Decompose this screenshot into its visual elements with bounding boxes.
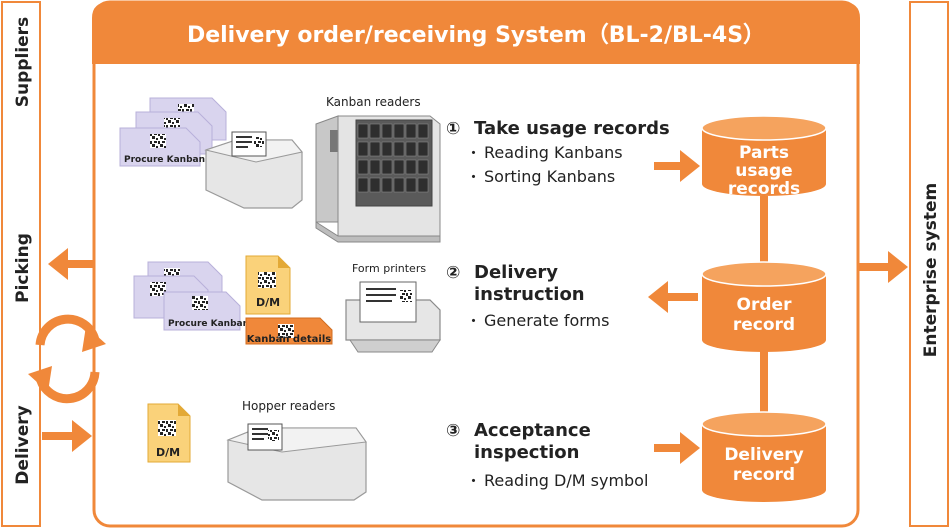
step-2-bullet-mark-1: ・ [466, 312, 481, 330]
step-1-bullet-2: Sorting Kanbans [484, 167, 615, 186]
step-3-bullet-1: Reading D/M symbol [484, 471, 648, 490]
arrow-to-picking-icon [48, 248, 94, 280]
procure-kanban-cards-icon [119, 97, 227, 167]
dm-document-icon [245, 255, 291, 315]
step-3-title-line-1: Acceptance [474, 420, 591, 441]
dm-document-row3-icon [147, 403, 191, 463]
db-3-line-1: Delivery [724, 445, 803, 465]
procure-kanban-cards-row2-icon [133, 261, 241, 331]
arrow-from-order-db-icon [648, 281, 698, 313]
procure-kanban-label-2: Procure Kanban [168, 319, 249, 329]
step-3-number: ③ [446, 421, 460, 441]
step-3-bullet-mark-1: ・ [466, 472, 481, 490]
form-printers-label: Form printers [352, 262, 426, 275]
arrow-to-enterprise-icon [858, 251, 908, 283]
dm-label-row3: D/M [156, 446, 180, 459]
db-3-line-2: record [733, 465, 795, 485]
enterprise-system-label: Enterprise system [921, 183, 941, 357]
order-record-database-icon [701, 261, 827, 352]
right-panel [909, 1, 949, 527]
picking-label: Picking [13, 233, 33, 303]
db-1-line-1: Parts [739, 143, 789, 163]
cycle-arrowhead-bottom-icon [28, 366, 52, 392]
form-printer-icon [345, 281, 441, 353]
step-1-number: ① [446, 119, 460, 139]
step-2-number: ② [446, 263, 460, 283]
hopper-reader-machine-icon [226, 423, 367, 501]
arrow-from-delivery-icon [42, 420, 92, 452]
arrow-to-delivery-db-icon [654, 432, 700, 464]
dm-label-row2: D/M [256, 296, 280, 309]
step-2-bullet-1: Generate forms [484, 311, 609, 330]
system-title-bar [92, 2, 860, 64]
db-2-line-1: Order [737, 295, 793, 315]
db-connector-1 [760, 196, 768, 268]
parts-usage-records-database-icon [701, 115, 827, 196]
db-connector-2 [760, 348, 768, 418]
kanban-details-document-icon [245, 317, 333, 345]
procure-kanban-label-1: Procure Kanban [124, 155, 205, 165]
kanban-details-label: Kanban details [247, 334, 331, 345]
step-2-title-line-1: Delivery [474, 262, 558, 283]
kanban-sorter-cabinet-icon [315, 115, 441, 243]
step-1-bullet-mark-2: ・ [466, 168, 481, 186]
system-title: Delivery order/receiving System（BL-2/BL-… [187, 23, 765, 48]
delivery-record-database-icon [701, 411, 827, 502]
cycle-arrowhead-top-icon [82, 326, 106, 352]
step-1-bullet-mark-1: ・ [466, 144, 481, 162]
kanban-readers-label: Kanban readers [326, 95, 421, 109]
step-1-title: Take usage records [474, 118, 670, 139]
delivery-label: Delivery [13, 405, 33, 484]
db-2-line-2: record [733, 315, 795, 335]
arrow-to-parts-db-icon [654, 150, 700, 182]
step-3-title-line-2: inspection [474, 442, 579, 463]
step-1-bullet-1: Reading Kanbans [484, 143, 623, 162]
kanban-reader-machine-icon [204, 131, 303, 209]
db-1-line-3: records [728, 179, 800, 199]
suppliers-label: Suppliers [13, 17, 33, 107]
hopper-readers-label: Hopper readers [242, 399, 335, 413]
db-1-line-2: usage [735, 161, 792, 181]
left-panel [1, 1, 41, 527]
step-2-title-line-2: instruction [474, 284, 585, 305]
